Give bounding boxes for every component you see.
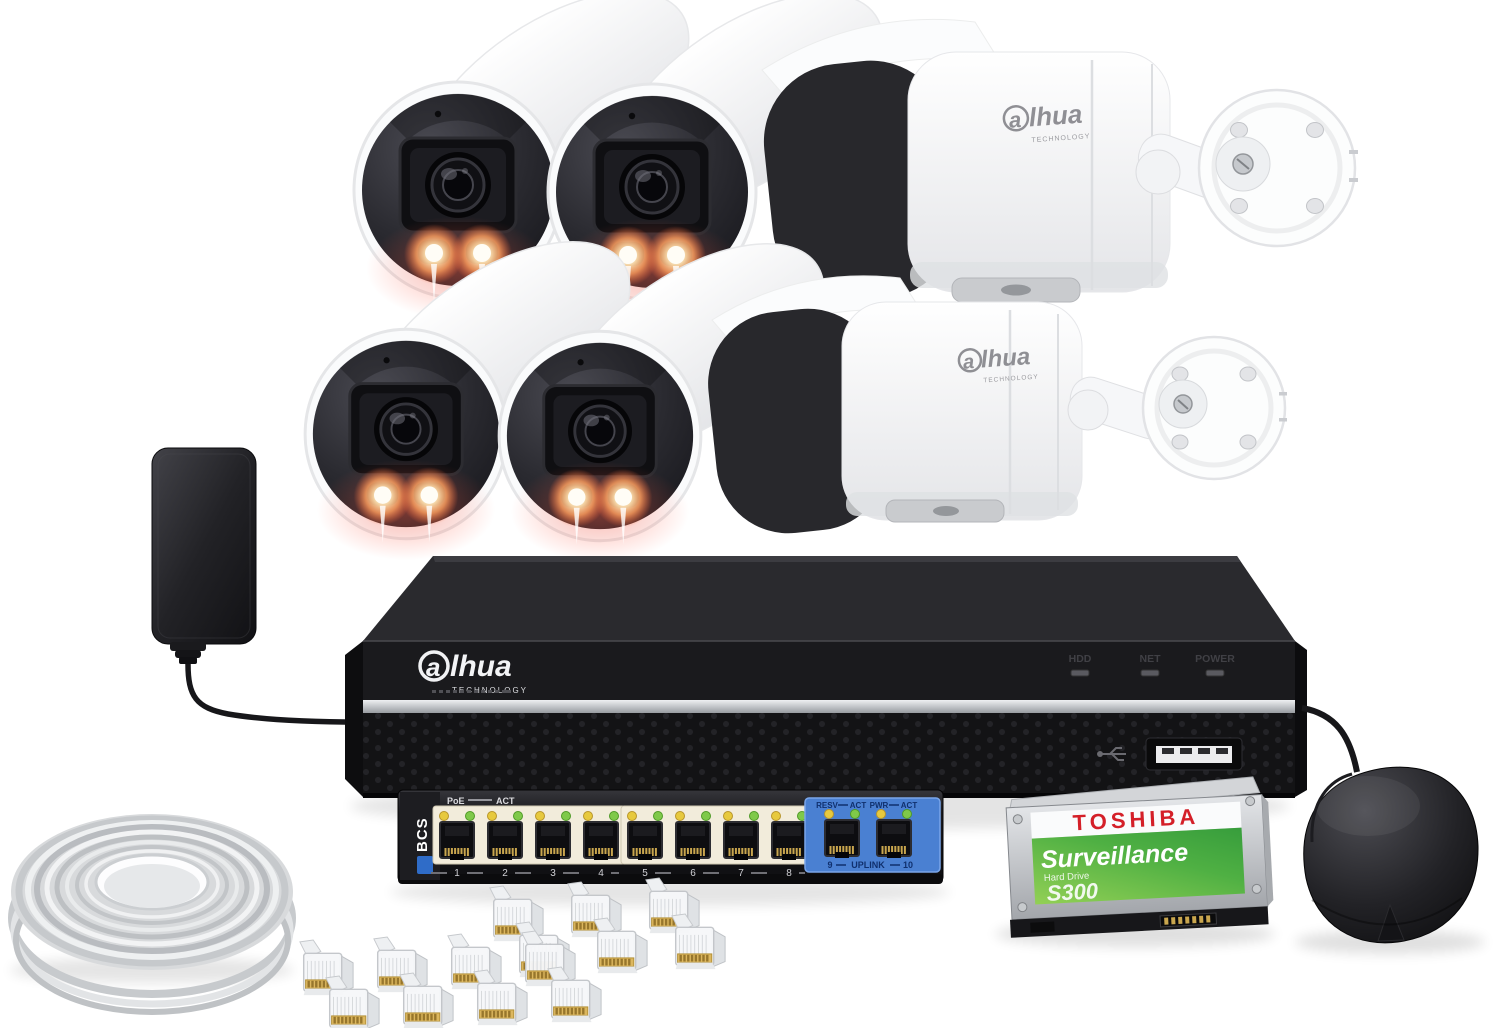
port-number: 6 xyxy=(690,868,696,879)
logo-first-letter: a xyxy=(426,652,440,682)
port-number: 1 xyxy=(454,868,460,879)
logo-sub: TECHNOLOGY xyxy=(983,374,1039,385)
act2-label: ACT xyxy=(901,801,918,810)
uplink-label: UPLINK xyxy=(851,860,885,870)
dahua-logo-camera: a lhua TECHNOLOGY xyxy=(957,343,1039,385)
port-number: 7 xyxy=(738,868,744,879)
logo-word: lhua xyxy=(450,650,512,683)
dahua-logo-camera: a lhua TECHNOLOGY xyxy=(1002,99,1091,144)
hdd-model: S300 xyxy=(1046,878,1099,906)
nvr-recorder: a lhua TECHNOLOGY HDD NET POWER xyxy=(345,556,1307,798)
poe-switch: BCS PoE ACT 1 2 3 4 5 6 7 8 xyxy=(397,789,944,884)
led-label-power: POWER xyxy=(1195,653,1235,665)
rj45-connectors xyxy=(299,877,726,1028)
hdd-label-green xyxy=(1031,827,1245,905)
hdd-subtitle: Hard Drive xyxy=(1044,871,1090,884)
uplink-section: RESV ACT PWR ACT 9 UPLINK 10 xyxy=(804,797,941,873)
poe-act-header: PoE ACT xyxy=(447,796,515,806)
act-label: ACT xyxy=(496,796,515,806)
usb-icon xyxy=(1097,747,1126,761)
wall-mount-plate xyxy=(1197,88,1358,248)
pwr-label: PWR xyxy=(870,801,889,810)
wall-mount-plate xyxy=(1141,335,1287,481)
bullet-camera-3: a lhua TECHNOLOGY xyxy=(761,18,1358,303)
model-print-marks xyxy=(432,690,511,693)
mouse-cable xyxy=(1301,705,1360,773)
power-cable xyxy=(185,663,361,725)
mouse xyxy=(1303,766,1479,944)
switch-brand-badge xyxy=(417,856,433,874)
led-label-hdd: HDD xyxy=(1069,653,1092,665)
hdd-label-band xyxy=(1030,801,1242,839)
logo-word: lhua xyxy=(1028,99,1083,133)
hard-drive: TOSHIBA Surveillance Hard Drive S300 xyxy=(1005,776,1274,938)
uplink-n9: 9 xyxy=(827,860,832,870)
power-adapter xyxy=(151,447,361,725)
hdd-screws xyxy=(1012,796,1262,913)
port-numbers: 1 2 3 4 5 6 7 8 xyxy=(431,868,805,879)
uplink-n10: 10 xyxy=(903,860,913,870)
bullet-camera-6: a lhua TECHNOLOGY xyxy=(708,275,1287,534)
act1-label: ACT xyxy=(850,801,867,810)
logo-first-letter: a xyxy=(962,351,975,374)
port-number: 5 xyxy=(642,868,648,879)
nvr-led-indicators: HDD NET POWER xyxy=(1069,653,1235,677)
cable-coil xyxy=(8,814,296,1015)
port-number: 2 xyxy=(502,868,508,879)
led-label-net: NET xyxy=(1140,653,1162,665)
resv-label: RESV xyxy=(816,801,838,810)
led-slot xyxy=(1205,669,1225,677)
port-number: 8 xyxy=(786,868,792,879)
port-number: 4 xyxy=(598,868,604,879)
switch-brand: BCS xyxy=(414,817,431,852)
usb-port xyxy=(1097,737,1243,771)
port-number: 3 xyxy=(550,868,556,879)
poe-label: PoE xyxy=(447,796,465,806)
logo-word: lhua xyxy=(980,343,1031,373)
led-slot xyxy=(1140,669,1160,677)
logo-first-letter: a xyxy=(1008,107,1022,133)
led-slot xyxy=(1070,669,1090,677)
logo-sub: TECHNOLOGY xyxy=(1031,133,1090,144)
